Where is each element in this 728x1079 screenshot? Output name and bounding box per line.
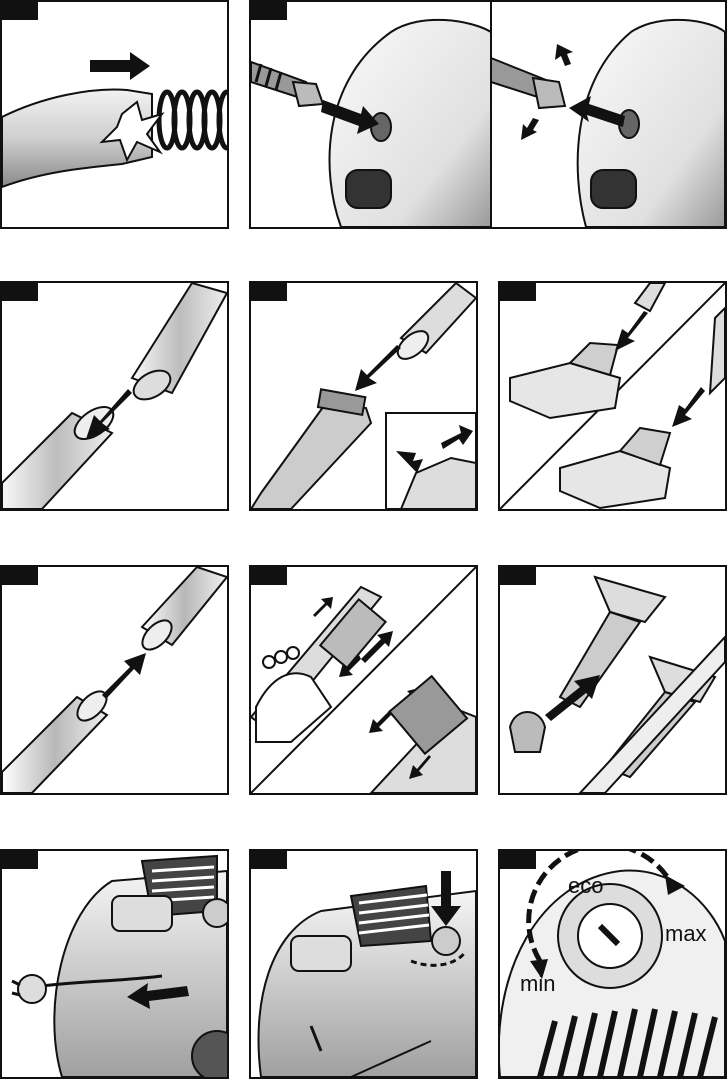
- min-label: min: [520, 971, 555, 996]
- panel-3-handle-to-tube: [0, 281, 229, 511]
- foot-switch-icon: [432, 927, 460, 955]
- telescopic-tube-illustration: [251, 567, 476, 793]
- insert-arrow-icon: [615, 311, 648, 351]
- join-arrow-icon: [102, 653, 146, 699]
- handle-to-tube-illustration: [2, 283, 227, 509]
- step-tab: [251, 2, 287, 20]
- panel-11-power-dial: eco max min: [498, 849, 727, 1079]
- step-tab: [2, 567, 38, 585]
- power-button-illustration: [251, 851, 476, 1077]
- panel-1-hose-release: [0, 0, 229, 229]
- hose-release-illustration: [2, 2, 227, 227]
- hose-connect-illustration: [251, 2, 725, 227]
- tube-extension-illustration: [251, 283, 476, 509]
- panel-2-hose-connect: [249, 0, 727, 229]
- step-tab: [251, 851, 287, 869]
- power-cord-illustration: [2, 851, 227, 1077]
- panel-8-accessory-nozzles: [498, 565, 727, 795]
- insert-arrow-icon: [355, 345, 401, 391]
- press-arrow-top-icon: [555, 44, 573, 66]
- step-tab: [500, 851, 536, 869]
- step-tab: [2, 2, 38, 20]
- step-tab: [251, 283, 287, 301]
- eco-label: eco: [568, 873, 603, 898]
- push-arrow-icon: [90, 52, 150, 80]
- panel-4-tube-to-extension: [249, 281, 478, 511]
- plug-icon: [18, 975, 46, 1003]
- max-label: max: [665, 921, 707, 946]
- panel-6-tube-join: [0, 565, 229, 795]
- tube-join-illustration: [2, 567, 227, 793]
- step-tab: [2, 283, 38, 301]
- step-tab: [2, 851, 38, 869]
- accessory-nozzles-illustration: [500, 567, 725, 793]
- panel-5-floor-nozzle: [498, 281, 727, 511]
- panel-7-telescopic-tube: [249, 565, 478, 795]
- panel-9-power-cord: [0, 849, 229, 1079]
- step-tab: [251, 567, 287, 585]
- step-tab: [500, 283, 536, 301]
- panel-10-power-button: [249, 849, 478, 1079]
- floor-nozzle-illustration: [500, 283, 725, 509]
- power-dial-illustration: eco max min: [500, 851, 725, 1077]
- press-arrow-bottom-icon: [521, 118, 539, 140]
- step-tab: [500, 567, 536, 585]
